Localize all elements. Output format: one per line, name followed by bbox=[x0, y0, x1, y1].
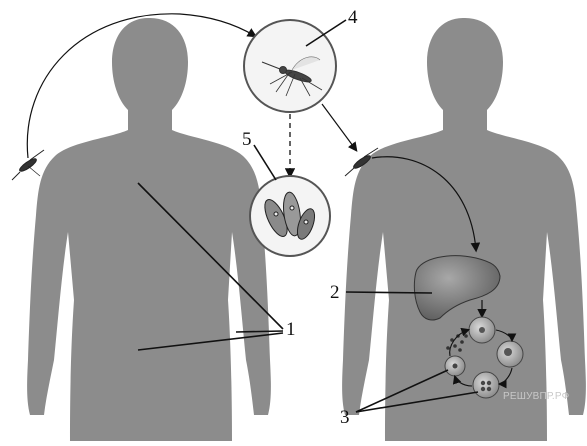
label-4: 4 bbox=[348, 8, 358, 27]
left-human-silhouette bbox=[27, 18, 271, 441]
watermark: РЕШУВПР.РФ bbox=[503, 391, 569, 402]
sporozoites-circle bbox=[250, 176, 330, 256]
right-human-silhouette bbox=[342, 18, 586, 441]
red-blood-cell-icon bbox=[473, 372, 499, 398]
label-1: 1 bbox=[286, 320, 296, 339]
label-3: 3 bbox=[340, 408, 350, 427]
arrow-to-right-mosquito bbox=[322, 104, 356, 150]
label-2: 2 bbox=[330, 283, 340, 302]
mosquito-circle bbox=[244, 20, 336, 112]
label-5: 5 bbox=[242, 130, 252, 149]
